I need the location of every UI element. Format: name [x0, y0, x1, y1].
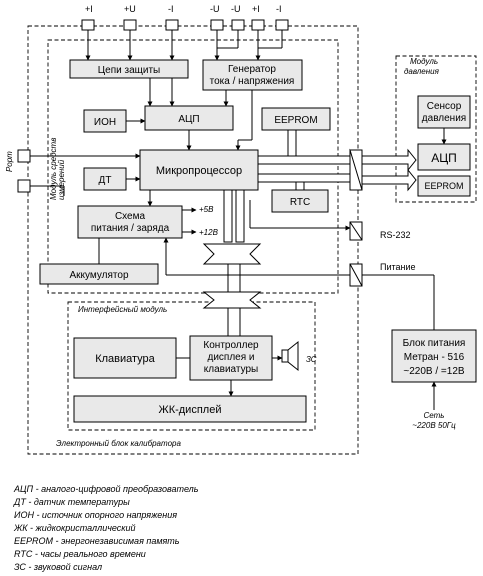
- interface-module-label: Интерфейсный модуль: [78, 305, 167, 314]
- controller-label-1: Контроллер: [203, 340, 259, 351]
- mcu-block: [139, 149, 259, 191]
- internal-bus: [257, 129, 359, 191]
- adc-main-block: [144, 105, 234, 131]
- power-circuit-label-1: Схема: [115, 211, 146, 222]
- generator-label-2: тока / напряжения: [210, 76, 295, 87]
- legend-line-7: ЗС - звуковой сигнал: [14, 562, 102, 572]
- module-bus: [361, 148, 417, 192]
- legend: АЦП - аналого-цифровой преобразователь Д…: [13, 484, 199, 572]
- controller-label-2: дисплея и: [207, 352, 254, 363]
- zs-label: ЗС: [306, 355, 317, 364]
- adc-input-wires: [126, 78, 253, 151]
- terminal-7-label: -I: [276, 4, 282, 14]
- generator-block: [202, 59, 303, 91]
- adc-module-block: [417, 143, 471, 171]
- v5-label: +5В: [199, 205, 214, 214]
- sensor-label-1: Сенсор: [427, 101, 462, 112]
- sensor-block: [417, 95, 471, 129]
- port-terminal-2: [17, 179, 31, 193]
- mcu-label: Микропроцессор: [156, 165, 242, 177]
- electronic-unit-frame: [27, 25, 359, 455]
- terminal-4-label: -U: [210, 4, 220, 14]
- protection-block: [69, 59, 189, 79]
- rs232-label: RS-232: [380, 230, 411, 240]
- pressure-module-label-1: Модуль: [410, 57, 438, 66]
- ion-label: ИОН: [94, 117, 116, 128]
- legend-line-3: ИОН - источник опорного напряжения: [14, 510, 177, 520]
- legend-line-4: ЖК - жидкокристаллический: [13, 523, 136, 533]
- keyboard-block: [73, 337, 177, 379]
- legend-line-1: АЦП - аналого-цифровой преобразователь: [13, 484, 199, 494]
- controller-label-3: клавиатуры: [204, 364, 258, 375]
- psu-label-1: Блок питания: [403, 338, 466, 349]
- interface-module-frame: [67, 301, 316, 431]
- dt-label: ДТ: [99, 175, 112, 186]
- port-terminal-1: [17, 149, 31, 163]
- pressure-module-label-2: давления: [404, 67, 440, 76]
- battery-label: Аккумулятор: [69, 270, 128, 281]
- vertical-bus: [202, 189, 262, 337]
- terminal-wires: [85, 30, 283, 61]
- psu-label-3: ~220В / =12В: [403, 366, 464, 377]
- terminal-6-label: +I: [252, 4, 260, 14]
- terminal-2-label: +U: [124, 4, 136, 14]
- power-circuit-label-2: питания / заряда: [91, 223, 170, 234]
- measure-module-label-2: измерений: [57, 159, 66, 200]
- keyboard-label: Клавиатура: [95, 353, 155, 365]
- measure-module-label-1: Модуль средств: [49, 138, 58, 200]
- adc-main-label: АЦП: [178, 114, 199, 125]
- psu-block: [391, 329, 477, 383]
- v12-label: +12В: [199, 228, 219, 237]
- lcd-block: [73, 395, 307, 423]
- electronic-unit-label: Электронный блок калибратора: [56, 439, 181, 448]
- psu-label-2: Метран - 516: [404, 352, 465, 363]
- power-input-label: Питание: [380, 262, 416, 272]
- eeprom-module-label: EEPROM: [424, 181, 463, 191]
- legend-line-6: RTC - часы реального времени: [14, 549, 146, 559]
- terminal-3-label: -I: [168, 4, 174, 14]
- eeprom-main-label: EEPROM: [274, 115, 317, 126]
- eeprom-module-block: [417, 175, 471, 197]
- terminal-5-label: -U: [231, 4, 241, 14]
- lcd-label: ЖК-дисплей: [159, 404, 222, 416]
- terminal-1-label: +I: [85, 4, 93, 14]
- adc-module-label: АЦП: [431, 151, 457, 165]
- mains-label-2: ~220В 50Гц: [412, 421, 456, 430]
- port-label: Рорт: [5, 151, 14, 172]
- mains-label-1: Сеть: [423, 411, 444, 420]
- protection-label: Цепи защиты: [98, 65, 160, 76]
- rtc-label: RTC: [290, 197, 310, 208]
- generator-label-1: Генератор: [228, 64, 276, 75]
- measure-module-frame: [47, 39, 339, 294]
- pressure-module-frame: [395, 55, 477, 203]
- speaker-icon: [281, 340, 299, 372]
- legend-line-2: ДТ - датчик температуры: [13, 497, 130, 507]
- sensor-label-2: давления: [422, 113, 466, 124]
- legend-line-5: EEPROM - энергонезависимая память: [14, 536, 180, 546]
- power-circuit-block: [77, 205, 183, 239]
